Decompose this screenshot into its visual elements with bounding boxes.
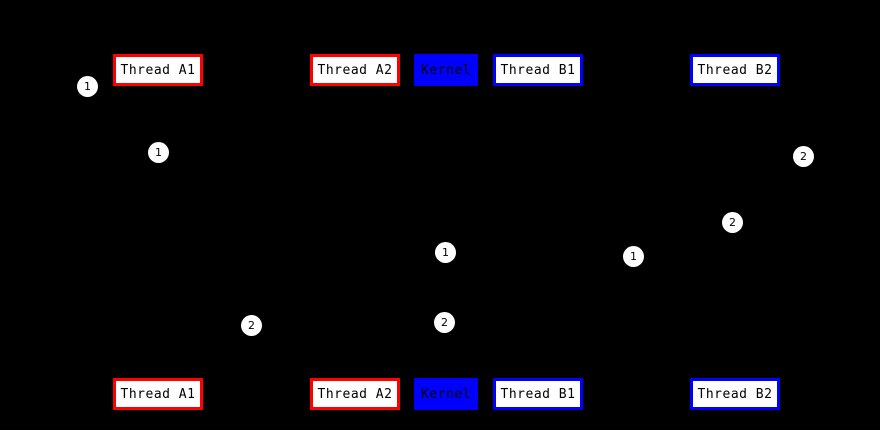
participant-header-thread-a2[interactable]: Thread A2	[310, 54, 400, 86]
participant-header-thread-b1[interactable]: Thread B1	[493, 54, 583, 86]
step-badge-number: 1	[155, 146, 162, 159]
participant-footer-thread-a1[interactable]: Thread A1	[113, 378, 203, 410]
participant-header-thread-a1[interactable]: Thread A1	[113, 54, 203, 86]
participant-label: Thread B1	[500, 62, 576, 78]
participant-label: Thread B2	[697, 386, 773, 402]
message-arrow-1-b	[446, 253, 538, 254]
step-badge-number: 1	[630, 250, 637, 263]
participant-label: Thread A2	[317, 62, 393, 78]
step-badge-number: 2	[248, 319, 255, 332]
participant-label: Thread A1	[120, 62, 196, 78]
lifeline-kernel	[446, 86, 447, 378]
step-badge[interactable]: 2	[793, 146, 814, 167]
lifeline-thread-b1	[538, 86, 539, 378]
lifeline-thread-a2	[355, 86, 356, 378]
step-badge[interactable]: 1	[623, 246, 644, 267]
participant-label: Kernel	[421, 62, 471, 78]
participant-footer-kernel[interactable]: Kernel	[414, 378, 478, 410]
step-badge[interactable]: 2	[241, 315, 262, 336]
step-badge[interactable]: 2	[722, 212, 743, 233]
lifeline-thread-a1	[158, 86, 159, 378]
step-badge-number: 1	[442, 246, 449, 259]
step-badge[interactable]: 1	[148, 142, 169, 163]
participant-label: Thread B2	[697, 62, 773, 78]
participant-label: Thread A2	[317, 386, 393, 402]
participant-footer-thread-a2[interactable]: Thread A2	[310, 378, 400, 410]
participant-label: Thread B1	[500, 386, 576, 402]
message-arrow-2-b	[158, 377, 446, 378]
step-badge[interactable]: 2	[434, 312, 455, 333]
message-arrow-2-a	[446, 323, 735, 324]
participant-footer-thread-b1[interactable]: Thread B1	[493, 378, 583, 410]
step-badge-number: 2	[441, 316, 448, 329]
participant-header-thread-b2[interactable]: Thread B2	[690, 54, 780, 86]
participant-label: Thread A1	[120, 386, 196, 402]
step-badge-number: 1	[84, 80, 91, 93]
participant-footer-thread-b2[interactable]: Thread B2	[690, 378, 780, 410]
step-badge[interactable]: 1	[77, 76, 98, 97]
participant-header-kernel[interactable]: Kernel	[414, 54, 478, 86]
participant-label: Kernel	[421, 386, 471, 402]
step-badge-number: 2	[729, 216, 736, 229]
step-badge[interactable]: 1	[435, 242, 456, 263]
message-arrow-1-a	[158, 87, 446, 88]
step-badge-number: 2	[800, 150, 807, 163]
